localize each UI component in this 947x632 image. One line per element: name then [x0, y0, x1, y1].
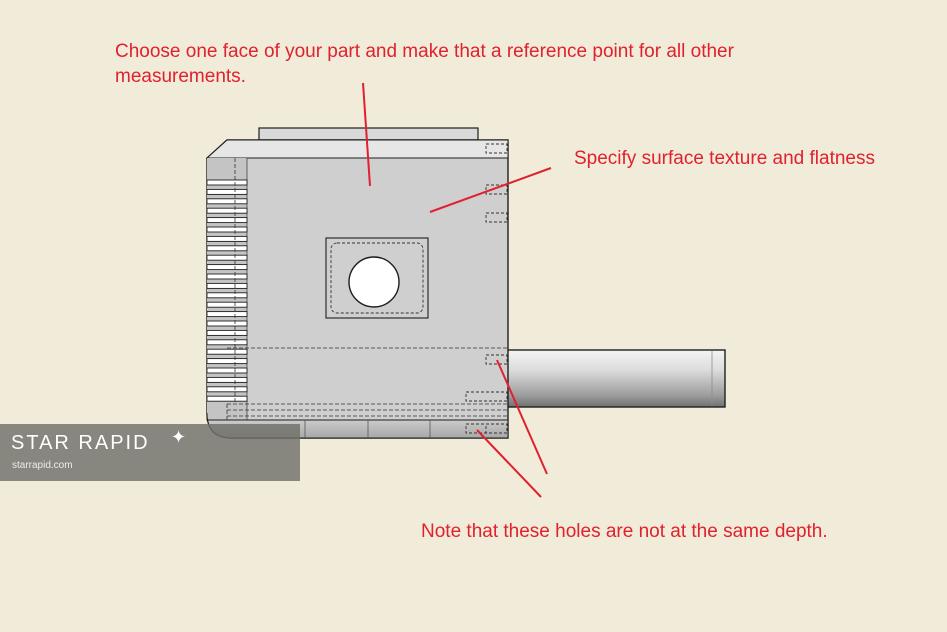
cooling-fin	[206, 207, 248, 214]
cooling-fin	[206, 273, 248, 280]
cooling-fin	[206, 245, 248, 252]
side-holes	[465, 143, 508, 434]
rod	[506, 349, 726, 408]
cooling-fin	[206, 198, 248, 205]
cooling-fin	[206, 226, 248, 233]
cooling-fin	[206, 217, 248, 224]
leader-lines	[362, 82, 552, 498]
cooling-fin	[206, 292, 248, 299]
center-pocket	[325, 237, 429, 319]
hidden-lines	[226, 158, 508, 420]
logo-name: STAR RAPID	[11, 432, 150, 454]
cooling-fin	[206, 264, 248, 271]
reference-point-annotation: Choose one face of your part and make th…	[115, 41, 734, 87]
cooling-fin	[206, 179, 248, 186]
cooling-fin	[206, 358, 248, 365]
star-icon: ✦	[171, 427, 187, 447]
cooling-fin	[206, 367, 248, 374]
hole-depth-annotation: Note that these holes are not at the sam…	[421, 521, 828, 542]
cooling-fin	[206, 301, 248, 308]
cooling-fin	[206, 395, 248, 402]
logo-url: starrapid.com	[12, 460, 73, 471]
cooling-fin	[206, 282, 248, 289]
logo-watermark: STAR RAPID ✦ starrapid.com	[0, 424, 300, 481]
cooling-fin	[206, 235, 248, 242]
cooling-fin	[206, 339, 248, 346]
cooling-fin	[206, 348, 248, 355]
cooling-fin	[206, 386, 248, 393]
cooling-fin	[206, 254, 248, 261]
cooling-fins	[206, 179, 248, 402]
cooling-fin	[206, 376, 248, 383]
cooling-fin	[206, 329, 248, 336]
cooling-fin	[206, 188, 248, 195]
cooling-fin	[206, 320, 248, 327]
surface-texture-annotation: Specify surface texture and flatness	[574, 148, 875, 169]
cooling-fin	[206, 311, 248, 318]
